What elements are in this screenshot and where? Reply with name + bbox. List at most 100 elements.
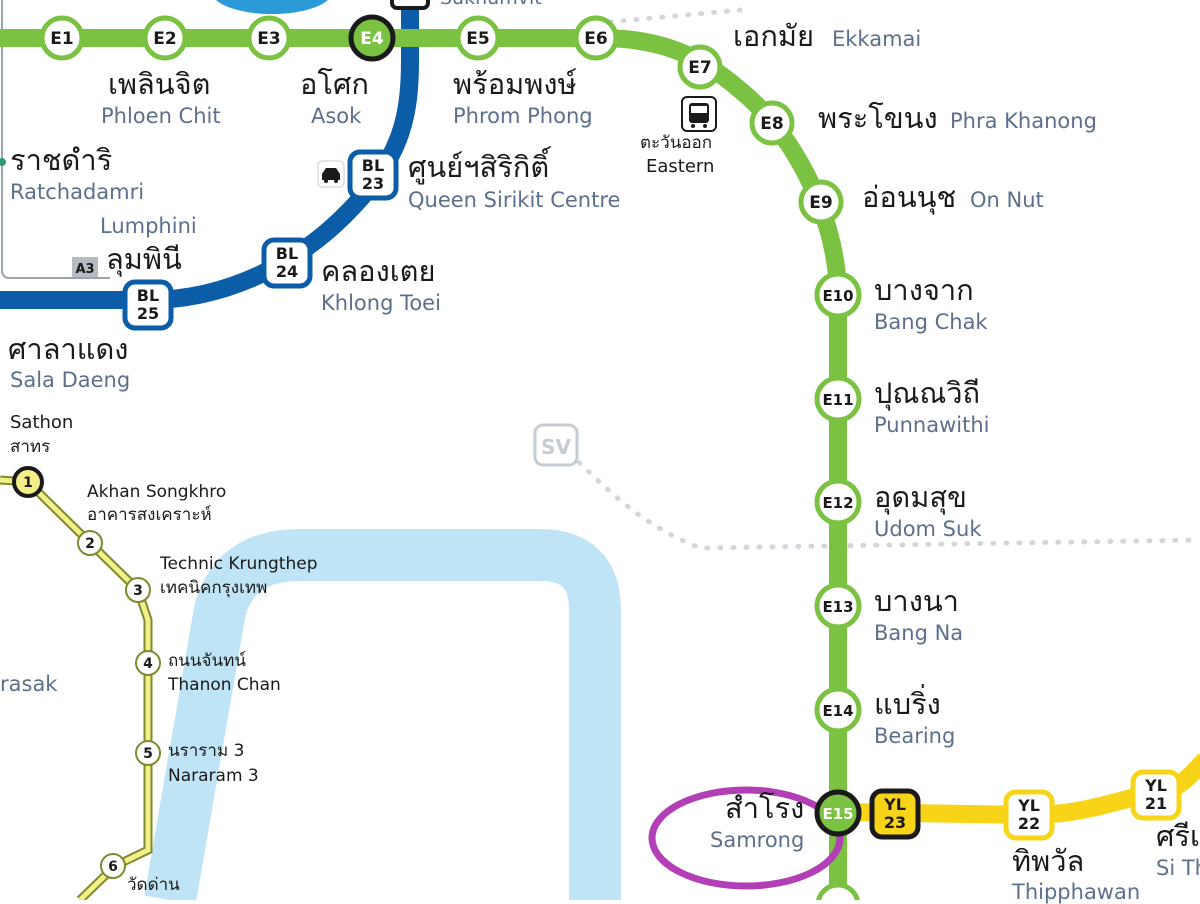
sv-code: SV — [541, 435, 571, 459]
blue-stations: BL 23 BL 24 BL 25 — [122, 149, 399, 331]
station-marker-e15[interactable] — [814, 789, 862, 837]
station-marker-e12[interactable] — [814, 478, 862, 526]
label-wat-dan-th: วัดด่าน — [127, 875, 180, 895]
station-code-e12: E12 — [822, 494, 853, 512]
station-marker-bl23[interactable] — [347, 149, 399, 201]
label-si-thep-en: Si Th — [1156, 856, 1200, 880]
label-technic-krungthep-th: เทคนิคกรุงเทพ — [160, 578, 268, 598]
station-marker-bl25[interactable] — [122, 279, 174, 331]
station-marker-e13[interactable] — [814, 582, 862, 630]
station-marker-bl24[interactable] — [261, 237, 313, 289]
gold-stations: 1 2 3 4 5 6 — [12, 466, 161, 879]
station-marker-g4[interactable] — [135, 650, 161, 676]
label-phrom-phong-en: Phrom Phong — [453, 104, 593, 128]
station-marker-e9[interactable] — [798, 179, 844, 225]
planned-line-top — [607, 7, 743, 25]
label-surasak-partial: rasak — [0, 672, 58, 696]
sv-marker[interactable] — [533, 423, 579, 467]
label-nararam-3-th: นราราม 3 — [168, 741, 245, 761]
station-code-g4: 4 — [143, 656, 153, 672]
a3-marker — [72, 257, 98, 277]
highlight-circle — [648, 786, 844, 890]
label-ekkamai-th: เอกมัย — [733, 19, 814, 53]
label-ekkamai-en: Ekkamai — [832, 27, 922, 51]
label-sala-daeng-th: ศาลาแดง — [8, 332, 129, 366]
label-phra-khanong-th: พระโขนง — [818, 101, 938, 135]
station-marker-e14[interactable] — [814, 686, 862, 734]
label-khlong-toei-th: คลองเตย — [321, 254, 436, 288]
station-code-e14: E14 — [822, 702, 853, 720]
label-asok-th: อโศก — [300, 67, 369, 101]
station-code-e8: E8 — [760, 114, 783, 134]
station-marker-yl23[interactable] — [869, 788, 921, 840]
label-nararam-3-en: Nararam 3 — [168, 766, 259, 786]
label-samrong-en: Samrong — [710, 828, 805, 852]
station-marker-g6[interactable] — [100, 853, 126, 879]
station-marker-e16-partial — [816, 882, 860, 900]
label-thanon-chan-th: ถนนจันทน์ — [168, 651, 246, 671]
station-code-bl24-a: BL — [276, 244, 298, 263]
station-code-e15: E15 — [822, 805, 853, 823]
station-marker-g5[interactable] — [135, 740, 161, 766]
station-code-yl23-a: YL — [883, 795, 906, 814]
top-partial-ring — [216, 0, 328, 14]
station-marker-e1[interactable] — [39, 15, 85, 61]
label-asok-en: Asok — [311, 104, 362, 128]
station-code-e6: E6 — [584, 29, 607, 49]
label-bang-na-th: บางนา — [874, 584, 959, 618]
label-sathon-en: Sathon — [10, 412, 74, 433]
label-udom-suk-en: Udom Suk — [874, 517, 982, 541]
station-marker-e3[interactable] — [246, 15, 292, 61]
station-marker-g1[interactable] — [12, 466, 44, 498]
label-bang-chak-th: บางจาก — [874, 273, 974, 307]
label-sukhumvit-partial: Sukhumvit — [440, 0, 542, 10]
station-code-e11: E11 — [822, 391, 853, 409]
station-code-e5: E5 — [466, 29, 489, 49]
label-ratchadamri-th: ราชดำริ — [10, 143, 113, 177]
label-queen-sirikit-th: ศูนย์ฯสิริกิติ์ — [408, 150, 550, 184]
label-sala-daeng-en: Sala Daeng — [10, 368, 131, 392]
label-akhan-songkhro-en: Akhan Songkhro — [87, 482, 227, 502]
label-ratchadamri-en: Ratchadamri — [10, 180, 145, 204]
label-phrom-phong-th: พร้อมพงษ์ — [453, 67, 577, 101]
label-on-nut-en: On Nut — [970, 188, 1044, 212]
station-marker-e2[interactable] — [142, 15, 188, 61]
station-marker-e4[interactable] — [348, 14, 396, 62]
station-marker-e5[interactable] — [455, 15, 501, 61]
a3-code: A3 — [75, 262, 94, 277]
station-marker-yl21[interactable] — [1130, 769, 1182, 821]
label-punnawithi-th: ปุณณวิถี — [874, 376, 981, 410]
station-code-bl23-b: 23 — [362, 174, 384, 193]
station-marker-yl22[interactable] — [1003, 789, 1055, 841]
station-code-g2: 2 — [85, 536, 95, 552]
station-marker-e8[interactable] — [749, 100, 795, 146]
station-code-e3: E3 — [257, 29, 280, 49]
station-marker-e11[interactable] — [814, 375, 862, 423]
label-udom-suk-th: อุดมสุข — [874, 480, 967, 514]
station-code-yl21-b: 21 — [1145, 794, 1167, 813]
station-code-bl25-a: BL — [137, 286, 159, 305]
station-marker-e7[interactable] — [677, 44, 723, 90]
ratchadamri-marker — [0, 158, 6, 166]
label-phra-khanong-en: Phra Khanong — [950, 109, 1097, 133]
label-lumphini-th: ลุมพินี — [106, 242, 182, 276]
label-bang-na-en: Bang Na — [874, 621, 964, 645]
station-code-yl22-b: 22 — [1018, 814, 1040, 833]
station-marker-e6[interactable] — [573, 15, 619, 61]
station-marker-g2[interactable] — [77, 530, 103, 556]
station-marker-e10[interactable] — [814, 271, 862, 319]
station-code-e2: E2 — [153, 29, 176, 49]
label-bearing-th: แบริ่ง — [874, 687, 941, 721]
label-khlong-toei-en: Khlong Toei — [321, 291, 441, 315]
green-stations — [39, 14, 862, 900]
station-code-bl25-b: 25 — [137, 304, 159, 323]
station-marker-g3[interactable] — [125, 577, 151, 603]
bus-icon — [681, 96, 717, 132]
station-code-g5: 5 — [143, 746, 153, 762]
river — [144, 529, 621, 900]
label-bang-chak-en: Bang Chak — [874, 310, 988, 334]
label-lumphini-en: Lumphini — [100, 214, 197, 238]
station-code-yl22-a: YL — [1017, 796, 1040, 815]
station-code-e10: E10 — [822, 287, 853, 305]
